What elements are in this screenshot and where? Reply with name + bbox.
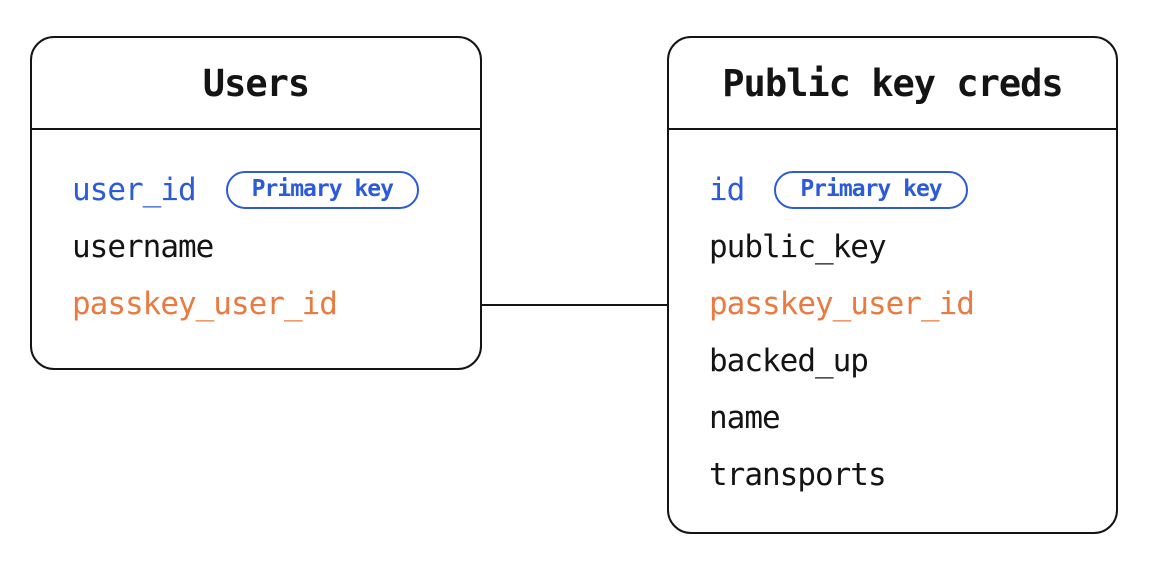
primary-key-badge: Primary key: [774, 170, 968, 209]
field-name: passkey_user_id: [72, 285, 338, 322]
field-row: transports: [709, 446, 1116, 503]
field-name: user_id: [72, 171, 197, 208]
field-row: id Primary key: [709, 161, 1116, 218]
field-row: name: [709, 389, 1116, 446]
field-row: passkey_user_id: [709, 275, 1116, 332]
entity-users: Users user_id Primary key username passkey_…: [30, 36, 482, 370]
entity-public-key-creds: Public key creds id Primary key public_key…: [667, 36, 1118, 534]
field-name: username: [72, 228, 214, 265]
entity-users-fields: user_id Primary key username passkey_user_i…: [32, 130, 480, 332]
field-row: public_key: [709, 218, 1116, 275]
entity-users-title: Users: [202, 61, 310, 105]
field-row: backed_up: [709, 332, 1116, 389]
field-row: username: [72, 218, 480, 275]
entity-users-header: Users: [32, 38, 480, 130]
relationship-line: [481, 304, 668, 306]
field-row: passkey_user_id: [72, 275, 480, 332]
entity-public-key-creds-header: Public key creds: [669, 38, 1116, 130]
field-row: user_id Primary key: [72, 161, 480, 218]
field-name: passkey_user_id: [709, 285, 975, 322]
field-name: transports: [709, 456, 887, 493]
field-name: id: [709, 171, 745, 208]
field-name: name: [709, 399, 781, 436]
field-name: backed_up: [709, 342, 869, 379]
entity-public-key-creds-title: Public key creds: [722, 61, 1063, 105]
primary-key-badge: Primary key: [225, 170, 419, 209]
field-name: public_key: [709, 228, 887, 265]
